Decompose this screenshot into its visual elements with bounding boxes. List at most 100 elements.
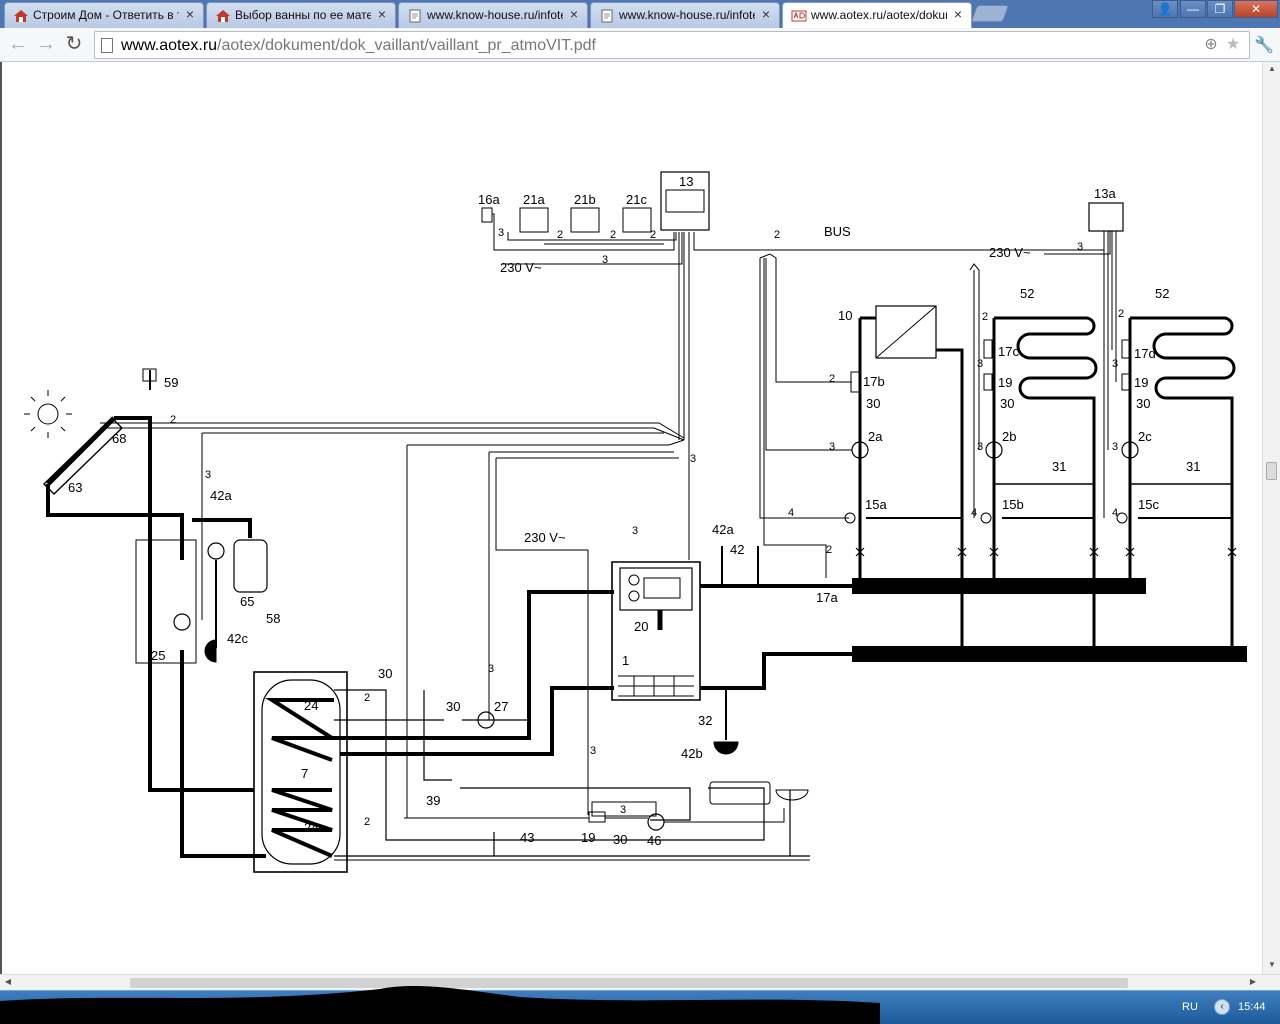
controller-13-box [660, 171, 710, 231]
zoom-icon[interactable]: ⊕ [1204, 36, 1218, 53]
label-21a: 21a [523, 192, 545, 207]
vertical-scroll-thumb[interactable] [1266, 462, 1277, 480]
label-30-c: 30 [613, 832, 627, 847]
tab-5-active[interactable]: www.aotex.ru/aotex/dokum × [782, 2, 972, 28]
svg-text:2: 2 [774, 229, 780, 241]
label-19-b: 19 [1134, 375, 1148, 390]
browser-toolbar: ← → ↻ www.aotex.ru/aotex/dokument/dok_va… [0, 28, 1280, 62]
heat-exchanger [875, 305, 937, 359]
user-icon[interactable]: 👤 [1152, 0, 1178, 18]
svg-text:3: 3 [1112, 441, 1118, 453]
svg-text:2: 2 [826, 544, 832, 556]
label-43: 43 [520, 830, 534, 845]
svg-text:2: 2 [650, 229, 656, 241]
label-17d: 17d [1134, 346, 1156, 361]
back-arrow-icon[interactable]: ‹ [1214, 999, 1230, 1015]
label-21b: 21b [574, 192, 596, 207]
pdf-favicon-icon [791, 10, 807, 22]
tab-strip: Строим Дом - Ответить в т × Выбор ванны … [0, 0, 1280, 28]
svg-text:3: 3 [498, 227, 504, 239]
svg-text:4: 4 [971, 507, 977, 519]
svg-text:2: 2 [170, 414, 176, 426]
tab-1[interactable]: Строим Дом - Ответить в т × [4, 2, 204, 28]
label-25: 25 [151, 648, 165, 663]
label-39: 39 [426, 793, 440, 808]
restore-button[interactable]: ❐ [1207, 0, 1233, 18]
label-13: 13 [679, 174, 693, 189]
document-favicon-icon [409, 9, 421, 23]
tab-3[interactable]: www.know-house.ru/infotek × [398, 2, 588, 28]
svg-text:3: 3 [690, 453, 696, 465]
back-button[interactable]: ← [8, 33, 28, 55]
svg-text:2: 2 [364, 816, 370, 828]
label-230v-top: 230 V~ [500, 260, 542, 275]
windows-taskbar: RU ‹ 15:44 [0, 986, 1280, 1024]
label-15c: 15c [1138, 497, 1159, 512]
label-42a-mid: 42a [712, 522, 734, 537]
label-10: 10 [838, 308, 852, 323]
wrench-menu-icon[interactable]: 🔧 [1254, 37, 1274, 54]
supply-manifold [852, 578, 1146, 594]
label-30-b: 30 [446, 699, 460, 714]
label-63: 63 [68, 480, 82, 495]
language-indicator[interactable]: RU [1182, 1001, 1198, 1013]
tab-title: www.know-house.ru/infotek [427, 8, 563, 22]
address-url[interactable]: www.aotex.ru/aotex/dokument/dok_vaillant… [121, 37, 596, 54]
forward-button[interactable]: → [36, 33, 56, 55]
scroll-right-icon[interactable]: ▶ [1249, 977, 1257, 986]
vertical-scrollbar[interactable]: ▲ ▼ [1262, 62, 1280, 974]
return-manifold [852, 646, 1247, 662]
close-icon[interactable]: × [185, 6, 195, 22]
label-2b: 2b [1002, 429, 1016, 444]
tab-2[interactable]: Выбор ванны по ее матери × [206, 2, 396, 28]
label-17c: 17c [998, 344, 1019, 359]
label-30-a: 30 [378, 666, 392, 681]
svg-text:3: 3 [977, 358, 983, 370]
horizontal-scroll-thumb[interactable] [130, 978, 1128, 988]
label-59: 59 [164, 375, 178, 390]
svg-text:2: 2 [364, 692, 370, 704]
label-17b: 17b [863, 374, 885, 389]
close-icon[interactable]: × [569, 6, 579, 22]
label-15a: 15a [865, 497, 887, 512]
page-icon [101, 38, 113, 53]
reload-button[interactable]: ↻ [65, 33, 83, 55]
label-2a: 2a [868, 429, 883, 444]
tab-4[interactable]: www.know-house.ru/infotek × [590, 2, 780, 28]
svg-text:3: 3 [488, 663, 494, 675]
tab-title: Выбор ванны по ее матери [235, 8, 371, 22]
close-icon[interactable]: × [377, 6, 387, 22]
solar-collector [24, 390, 123, 495]
label-30-f: 30 [1136, 396, 1150, 411]
label-52-b: 52 [1155, 286, 1169, 301]
bookmark-star-icon[interactable]: ★ [1225, 36, 1241, 53]
horizontal-scrollbar[interactable]: ◀ ▶ [0, 974, 1280, 990]
label-15b: 15b [1002, 497, 1024, 512]
close-icon[interactable]: × [761, 6, 771, 22]
minimize-button[interactable]: — [1180, 0, 1206, 18]
label-30-e: 30 [1000, 396, 1014, 411]
scroll-left-icon[interactable]: ◀ [4, 977, 12, 986]
label-1: 1 [622, 653, 629, 668]
scroll-up-icon[interactable]: ▲ [1268, 64, 1276, 73]
pdf-page: 13 13a 16a 21a 21b 21c BUS 230 V~ 230 V~… [4, 62, 1264, 974]
svg-text:3: 3 [829, 441, 835, 453]
svg-text:3: 3 [632, 525, 638, 537]
redacted-taskbar-area [0, 986, 880, 1024]
close-icon[interactable]: × [953, 6, 963, 22]
label-42c: 42c [227, 631, 248, 646]
close-window-button[interactable]: ✕ [1234, 0, 1278, 18]
scroll-down-icon[interactable]: ▼ [1268, 960, 1276, 969]
new-tab-button[interactable] [970, 5, 1010, 22]
svg-text:2: 2 [1118, 308, 1124, 320]
label-17a: 17a [816, 590, 838, 605]
label-24-top: 24 [304, 698, 318, 713]
label-42: 42 [730, 542, 744, 557]
svg-text:3: 3 [205, 469, 211, 481]
svg-text:2: 2 [557, 229, 563, 241]
clock[interactable]: 15:44 [1238, 1001, 1266, 1013]
svg-text:3: 3 [1112, 358, 1118, 370]
label-19-a: 19 [998, 375, 1012, 390]
label-230v-right: 230 V~ [989, 245, 1031, 260]
address-bar[interactable]: www.aotex.ru/aotex/dokument/dok_vaillant… [94, 31, 1250, 59]
